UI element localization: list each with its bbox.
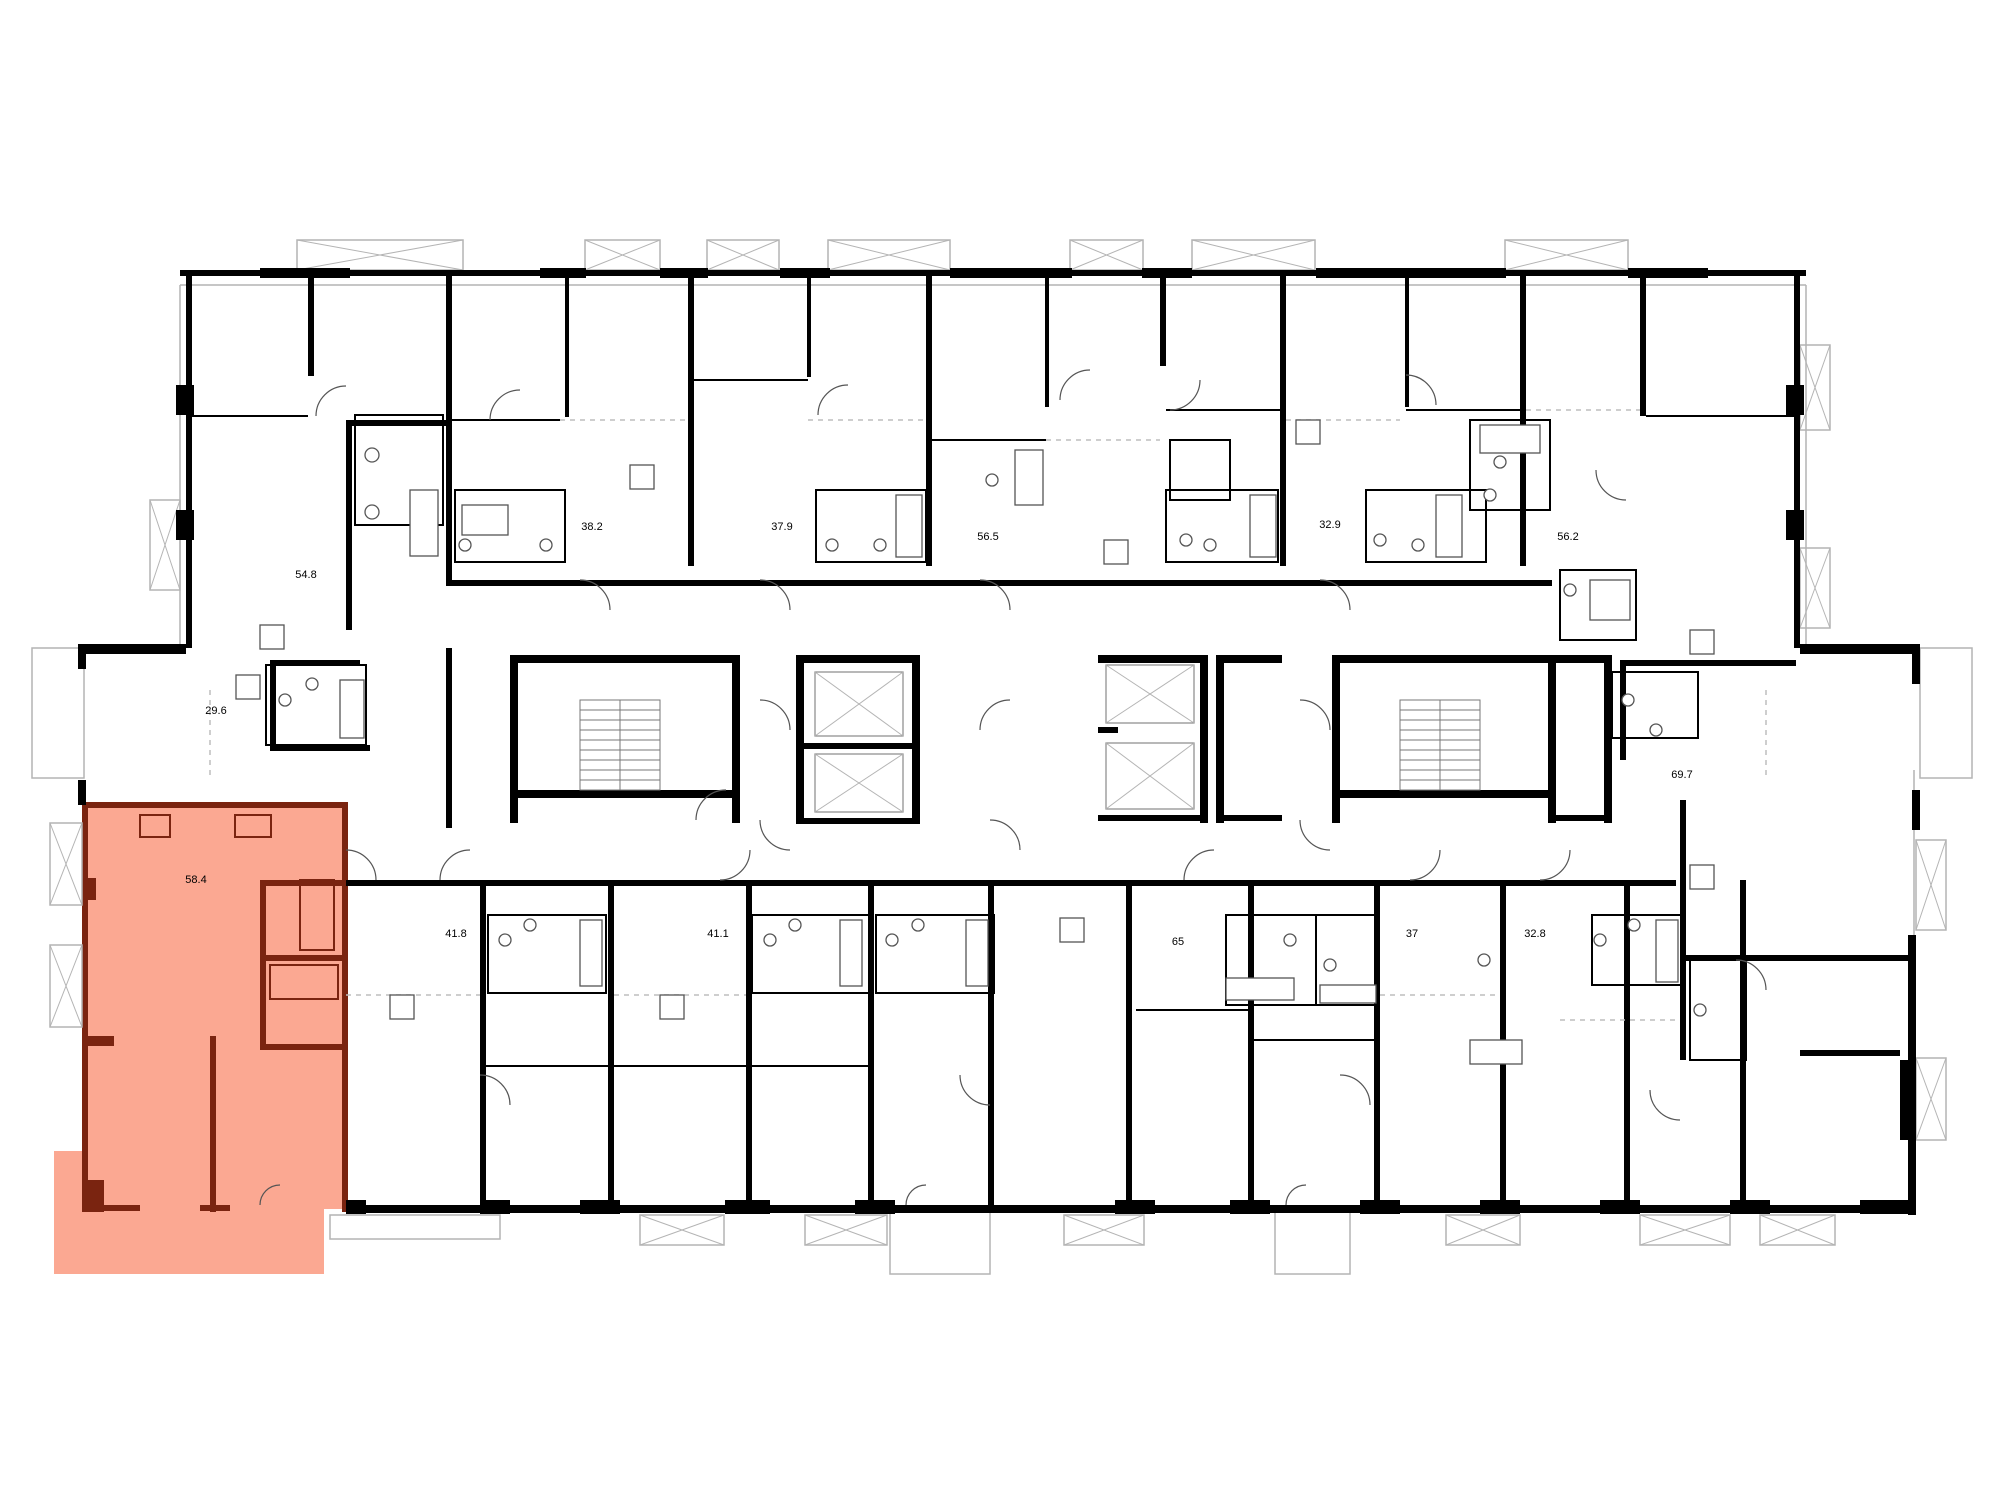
area-label-69-7[interactable]: 69.7 — [1671, 769, 1692, 781]
area-label-41-8[interactable]: 41.8 — [445, 928, 466, 940]
bathrooms — [235, 414, 1747, 1065]
selected-apartment[interactable] — [54, 802, 348, 1274]
area-label-37-9[interactable]: 37.9 — [771, 521, 792, 533]
elevators — [814, 664, 1195, 813]
interior-partitions — [192, 379, 1794, 1067]
structural-walls — [78, 268, 1920, 1215]
area-label-29-6[interactable]: 29.6 — [205, 705, 226, 717]
stairwell-east — [1399, 699, 1481, 791]
stairwell-west — [579, 699, 661, 791]
doors — [259, 369, 1767, 1206]
area-label-32-8[interactable]: 32.8 — [1524, 928, 1545, 940]
area-label-38-2[interactable]: 38.2 — [581, 521, 602, 533]
area-label-58-4[interactable]: 58.4 — [185, 874, 206, 886]
area-label-56-5[interactable]: 56.5 — [977, 531, 998, 543]
area-label-54-8[interactable]: 54.8 — [295, 569, 316, 581]
area-label-32-9[interactable]: 32.9 — [1319, 519, 1340, 531]
selected-apartment-balcony[interactable] — [54, 1151, 324, 1274]
window-glazing — [31, 239, 1973, 1275]
area-label-37[interactable]: 37 — [1406, 928, 1418, 940]
area-label-41-1[interactable]: 41.1 — [707, 928, 728, 940]
apartment-area-labels: 54.8 38.2 37.9 56.5 32.9 56.2 29.6 69.7 … — [185, 519, 1692, 948]
area-label-65[interactable]: 65 — [1172, 936, 1184, 948]
area-label-56-2[interactable]: 56.2 — [1557, 531, 1578, 543]
